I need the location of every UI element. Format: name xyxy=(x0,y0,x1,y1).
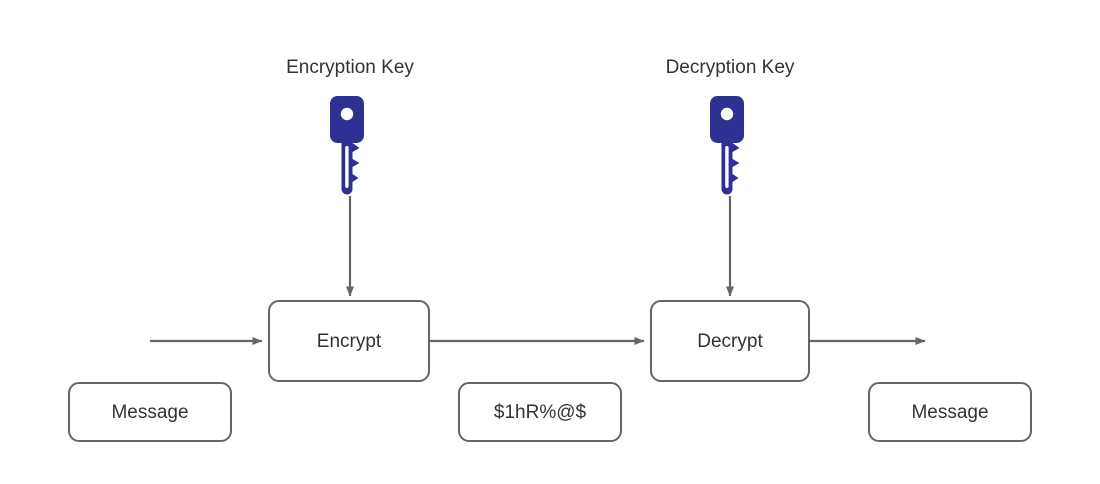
ciphertext-label: $1hR%@$ xyxy=(493,401,587,423)
encrypt-process-box[interactable]: Encrypt xyxy=(268,300,430,382)
plaintext-input-label: Message xyxy=(111,401,189,423)
decrypt-process-label: Decrypt xyxy=(697,330,763,352)
encryption-key-label: Encryption Key xyxy=(286,57,414,78)
plaintext-output-box[interactable]: Message xyxy=(868,382,1032,442)
ciphertext-box[interactable]: $1hR%@$ xyxy=(458,382,622,442)
plaintext-input-box[interactable]: Message xyxy=(68,382,232,442)
decryption-key-icon xyxy=(710,96,750,198)
decryption-key-label: Decryption Key xyxy=(665,57,795,78)
decrypt-process-box[interactable]: Decrypt xyxy=(650,300,810,382)
plaintext-output-label: Message xyxy=(911,401,989,423)
encryption-key-icon xyxy=(330,96,370,198)
encrypt-process-label: Encrypt xyxy=(316,330,382,352)
